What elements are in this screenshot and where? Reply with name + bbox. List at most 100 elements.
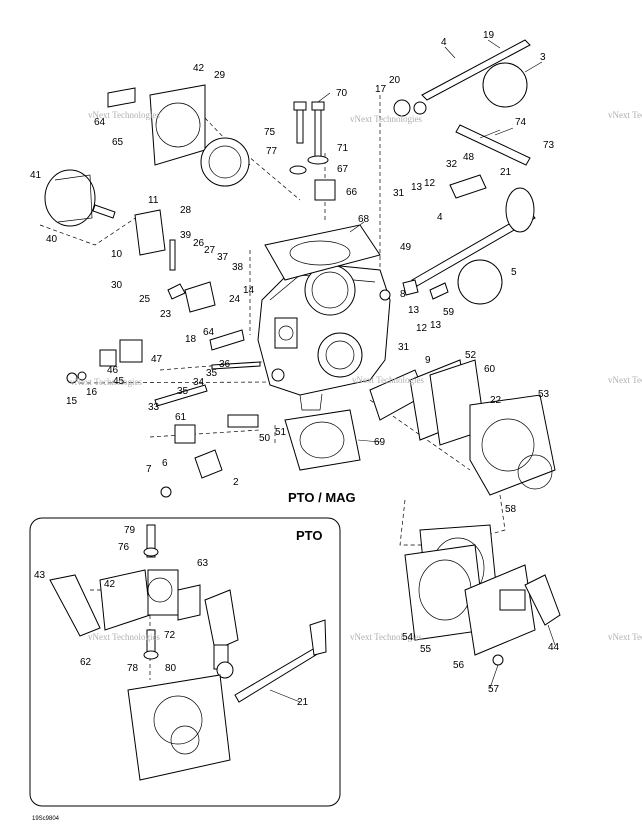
callout-4: 4 [441, 37, 447, 48]
callout-55: 55 [420, 644, 432, 655]
callout-32: 32 [446, 159, 458, 170]
callout-25: 25 [139, 294, 151, 305]
watermark-text: vNext Technologies [88, 632, 160, 642]
screws-70 [289, 101, 336, 201]
gasket-69 [284, 409, 361, 471]
callout-49: 49 [400, 242, 412, 253]
callout-23: 23 [160, 309, 172, 320]
callout-64: 64 [94, 117, 106, 128]
callout-35: 35 [206, 368, 218, 379]
watermark-text: vNext Technologies [608, 375, 642, 385]
callout-17: 17 [375, 84, 387, 95]
callout-21b: 21 [297, 697, 309, 708]
callout-74: 74 [515, 117, 527, 128]
callout-15: 15 [66, 396, 78, 407]
callouts: 1 19 4 3 42 29 20 17 70 64 65 75 74 73 7… [30, 30, 560, 708]
callout-10: 10 [111, 249, 123, 260]
left-small-parts [66, 239, 261, 498]
callout-12: 12 [424, 178, 436, 189]
callout-46: 46 [107, 365, 119, 376]
callout-24: 24 [229, 294, 241, 305]
callout-52: 52 [465, 350, 477, 361]
callout-27: 27 [204, 245, 216, 256]
callout-41: 41 [30, 170, 42, 181]
callout-2: 2 [233, 477, 239, 488]
inset-view-title: PTO [296, 528, 323, 543]
callout-40: 40 [46, 234, 58, 245]
callout-4b: 4 [437, 212, 443, 223]
callout-48: 48 [463, 152, 475, 163]
callout-20: 20 [389, 75, 401, 86]
callout-53: 53 [538, 389, 550, 400]
watermarks: vNext Technologies vNext Technologies vN… [70, 110, 642, 642]
callout-13b: 13 [408, 305, 420, 316]
callout-6: 6 [162, 458, 168, 469]
watermark-text: vNext Technologies [88, 110, 160, 120]
callout-64b: 64 [203, 327, 215, 338]
callout-43: 43 [34, 570, 46, 581]
callout-18: 18 [185, 334, 197, 345]
callout-71: 71 [337, 143, 349, 154]
pto-inset-frame [29, 517, 341, 807]
watermark-text: vNext Technologies [352, 375, 424, 385]
callout-77: 77 [266, 146, 278, 157]
callout-36: 36 [219, 359, 231, 370]
callout-7: 7 [146, 464, 152, 475]
callout-30: 30 [111, 280, 123, 291]
callout-9: 9 [425, 355, 431, 366]
callout-67: 67 [337, 164, 349, 175]
callout-39: 39 [180, 230, 192, 241]
watermark-text: vNext Technologies [350, 114, 422, 124]
callout-68: 68 [358, 214, 370, 225]
watermark-text: vNext Technologies [608, 632, 642, 642]
inset-parts [49, 524, 327, 781]
callout-13c: 13 [430, 320, 442, 331]
callout-21: 21 [500, 167, 512, 178]
callout-38: 38 [232, 262, 244, 273]
callout-33: 33 [148, 402, 160, 413]
callout-47: 47 [151, 354, 163, 365]
drawing-code: 19Sc9804 [32, 816, 60, 822]
callout-44: 44 [548, 642, 560, 653]
callout-34: 34 [193, 377, 205, 388]
callout-31b: 31 [398, 342, 410, 353]
callout-58: 58 [505, 504, 517, 515]
callout-14: 14 [243, 285, 255, 296]
callout-42: 42 [193, 63, 205, 74]
callout-13: 13 [411, 182, 423, 193]
callout-54: 54 [402, 632, 414, 643]
callout-66: 66 [346, 187, 358, 198]
callout-50: 50 [259, 433, 271, 444]
gasket-68 [264, 224, 381, 281]
watermark-text: vNext Technologies [608, 110, 642, 120]
callout-75: 75 [264, 127, 276, 138]
callout-35b: 35 [177, 386, 189, 397]
watermark-text: vNext Technologies [350, 632, 422, 642]
callout-31: 31 [393, 188, 405, 199]
cover-assembly [44, 84, 250, 256]
callout-45: 45 [113, 376, 125, 387]
watermark-text: vNext Technologies [70, 377, 142, 387]
callout-26: 26 [193, 238, 205, 249]
callout-42b: 42 [104, 579, 116, 590]
callout-51: 51 [275, 427, 287, 438]
callout-62: 62 [80, 657, 92, 668]
callout-63: 63 [197, 558, 209, 569]
callout-61: 61 [175, 412, 187, 423]
throttle-shafts [393, 39, 536, 305]
callout-12b: 12 [416, 323, 428, 334]
callout-57: 57 [488, 684, 500, 695]
callout-16: 16 [86, 387, 98, 398]
callout-80: 80 [165, 663, 177, 674]
carburetor-body [257, 261, 391, 411]
callout-73: 73 [543, 140, 555, 151]
callout-65: 65 [112, 137, 124, 148]
main-view-title: PTO / MAG [288, 490, 356, 505]
callout-37: 37 [217, 252, 229, 263]
callout-70: 70 [336, 88, 348, 99]
callout-79: 79 [124, 525, 136, 536]
callout-76: 76 [118, 542, 130, 553]
callout-56: 56 [453, 660, 465, 671]
callout-5: 5 [511, 267, 517, 278]
